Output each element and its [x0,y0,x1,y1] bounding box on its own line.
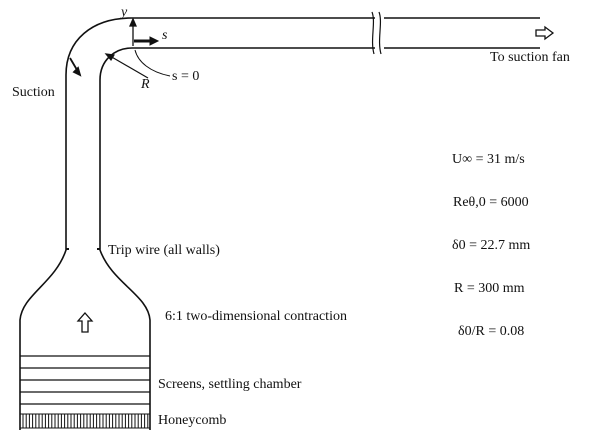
s-zero-label: s = 0 [172,69,200,84]
y-axis-arrow [129,17,137,46]
radius-label: R [141,77,150,92]
outer-wall [19,17,375,430]
honeycomb [20,413,150,429]
s-axis-arrow [134,36,160,46]
screens-label: Screens, settling chamber [158,377,302,392]
screens [20,355,150,405]
to-suction-fan-label: To suction fan [490,50,570,65]
suction-label: Suction [12,85,55,100]
trip-wire-label: Trip wire (all walls) [108,243,220,258]
inner-wall [99,47,375,430]
axis-s-label: s [162,28,168,43]
param-re: Reθ,0 = 6000 [453,195,529,210]
suction-arrow-icon [69,57,82,77]
contraction-label: 6:1 two-dimensional contraction [165,309,347,324]
param-u-inf: U∞ = 31 m/s [452,152,525,167]
s-zero-leader [134,49,171,77]
honeycomb-label: Honeycomb [158,413,227,428]
hollow-right-arrow-icon [535,25,555,41]
param-delta: δ0 = 22.7 mm [452,238,531,253]
pipe-break-icon [371,11,382,55]
axis-y-label: y [121,5,128,20]
param-ratio: δ0/R = 0.08 [458,324,525,339]
radius-arrow [104,53,149,79]
param-radius: R = 300 mm [454,281,525,296]
hollow-up-arrow-icon [76,312,94,333]
